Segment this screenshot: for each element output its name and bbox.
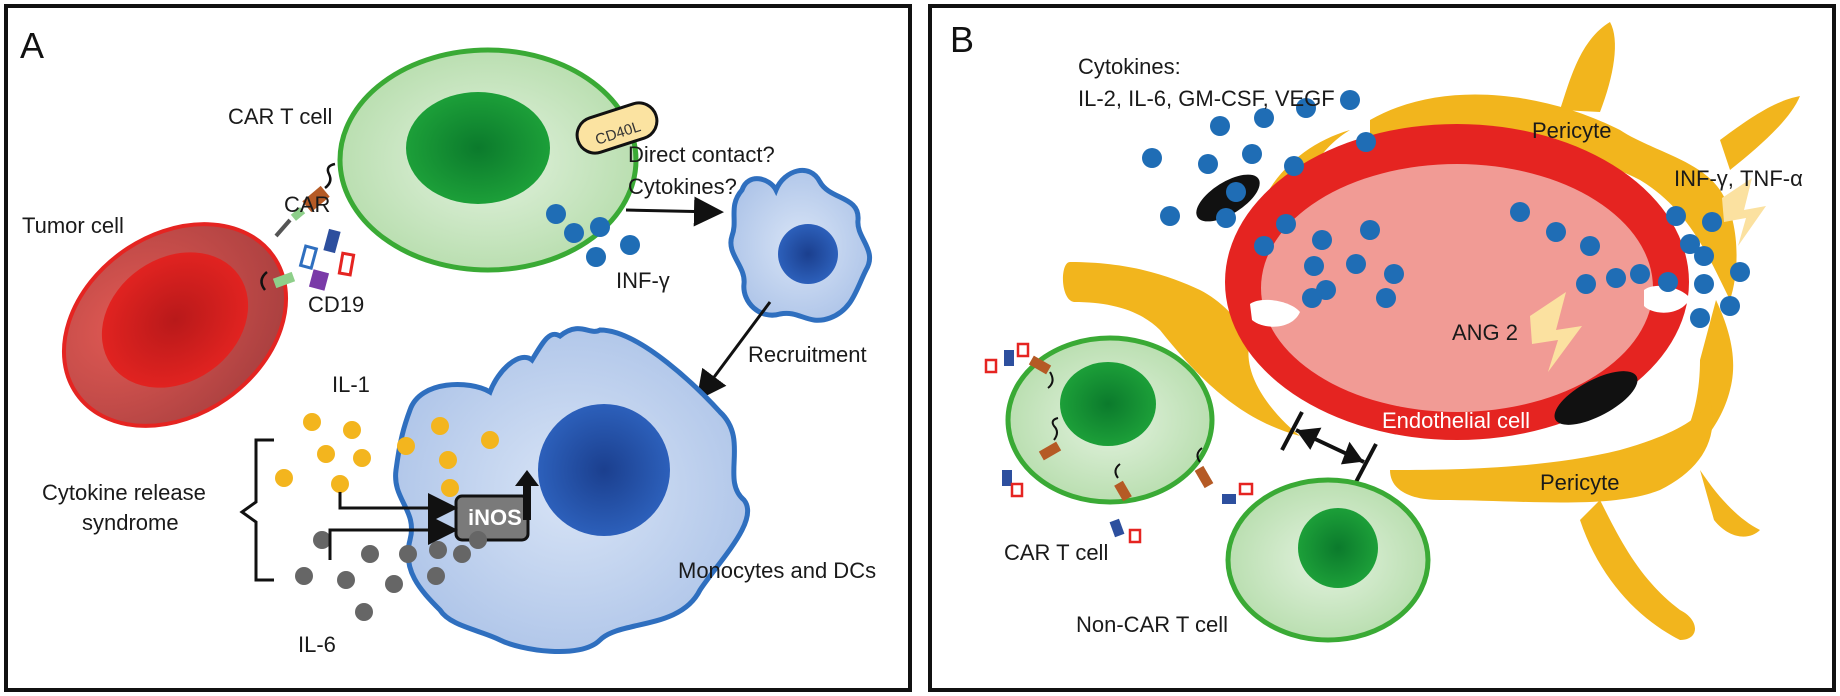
il1-dots [275,413,499,497]
blocked-contact-arrow [1280,411,1378,483]
non-car-t-cell-label: Non-CAR T cell [1076,612,1228,637]
tumor-cell [61,222,289,428]
car-t-cell-label: CAR T cell [228,104,332,129]
inf-gamma-label: INF-γ [616,268,670,293]
cytokines-list-label: IL-2, IL-6, GM-CSF, VEGF [1078,86,1335,111]
ang2-label: ANG 2 [1452,320,1518,345]
panel-b: B [928,4,1836,692]
inf-tnf-lightning-icon [1722,178,1766,246]
non-car-t-cell [1225,477,1431,643]
recruitment-label: Recruitment [748,342,867,367]
inf-tnf-label: INF-γ, TNF-α [1674,166,1803,191]
cytokine-dots [1142,90,1750,328]
il6-label: IL-6 [298,632,336,657]
pericyte-top-label: Pericyte [1532,118,1611,143]
small-monocyte [728,168,873,323]
cytokines-title-label: Cytokines: [1078,54,1181,79]
il1-to-inos-arrow [338,492,458,523]
il6-dots [295,531,487,621]
il1-label: IL-1 [332,372,370,397]
cd40l-badge: CD40L [575,101,659,155]
car-t-cell-b-label: CAR T cell [1004,540,1108,565]
crs-label-line2: syndrome [82,510,179,535]
recruitment-arrow [696,301,772,401]
cd19-label: CD19 [308,292,364,317]
panel-b-letter: B [950,19,974,60]
crs-brace [239,438,274,582]
pericyte-bottom-label: Pericyte [1540,470,1619,495]
panel-a: A Tumor cell CAR T cell CD40L [4,4,912,692]
inos-label: iNOS [468,505,522,530]
endothelial-label: Endothelial cell [1382,408,1530,433]
car-t-cell-b [984,335,1254,544]
contact-arrow [625,196,724,227]
pericyte-bottom [1390,400,1760,640]
car-label: CAR [284,192,330,217]
inf-gamma-dots [546,204,640,267]
il6-to-inos-arrow [328,515,458,560]
inos-box: iNOS [454,470,539,542]
car-t-cell [337,47,639,273]
car-cd19-synapse [260,162,356,291]
cytokines-question-label: Cytokines? [628,174,737,199]
monocytes-label: Monocytes and DCs [678,558,876,583]
tumor-cell-label: Tumor cell [22,213,124,238]
large-monocyte [393,326,751,654]
panel-a-letter: A [20,25,44,66]
crs-label-line1: Cytokine release [42,480,206,505]
ang2-lightning-icon [1530,292,1582,372]
direct-contact-label: Direct contact? [628,142,775,167]
